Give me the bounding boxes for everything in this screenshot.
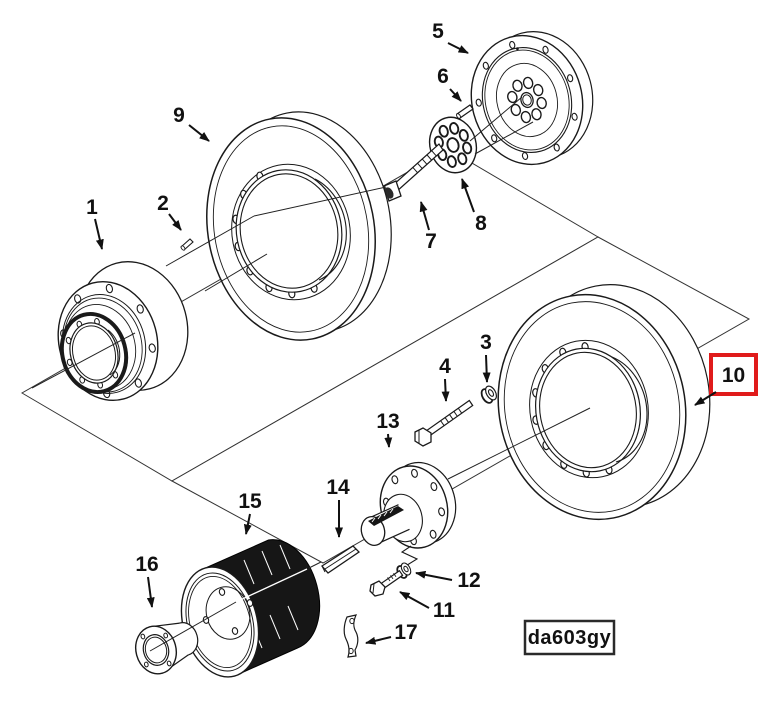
part-16-adapter: [135, 622, 199, 675]
part-5-drive-plate: [470, 31, 594, 166]
part-4-bolt: [414, 399, 474, 447]
svg-text:6: 6: [437, 65, 449, 88]
callout-4[interactable]: 4: [439, 355, 451, 402]
part-11-bolt: [369, 569, 404, 597]
callout-12[interactable]: 12: [415, 569, 481, 592]
callout-7[interactable]: 7: [419, 201, 437, 253]
callout-14[interactable]: 14: [326, 476, 350, 538]
part-15-pulley: [180, 539, 321, 678]
part-3-washer: [480, 385, 498, 404]
callout-10-highlighted[interactable]: 10: [694, 353, 758, 406]
part-14-key: [321, 545, 361, 574]
svg-text:1: 1: [86, 196, 98, 219]
svg-text:16: 16: [135, 553, 158, 576]
svg-text:9: 9: [173, 104, 185, 127]
svg-text:10: 10: [722, 364, 745, 387]
svg-text:5: 5: [432, 20, 444, 43]
callout-17[interactable]: 17: [365, 621, 418, 645]
svg-text:13: 13: [376, 410, 399, 433]
callout-5[interactable]: 5: [432, 20, 469, 54]
break-line: [400, 545, 419, 568]
svg-text:8: 8: [475, 212, 487, 235]
callout-3[interactable]: 3: [480, 331, 492, 383]
svg-text:17: 17: [394, 621, 417, 644]
axis-lines: [31, 96, 591, 652]
svg-text:14: 14: [326, 476, 350, 499]
part-7-bolt: [383, 143, 444, 202]
callout-1[interactable]: 1: [86, 196, 104, 250]
diagram-code-label: da603gy: [528, 627, 612, 649]
callout-16[interactable]: 16: [135, 553, 159, 608]
callout-2[interactable]: 2: [157, 192, 182, 231]
highlight-box: [709, 353, 758, 396]
diagram-code-box: da603gy: [523, 619, 616, 656]
callout-9[interactable]: 9: [173, 104, 210, 142]
callout-8[interactable]: 8: [461, 178, 487, 235]
part-1-front-hub: [57, 261, 189, 402]
part-13-hub: [360, 461, 457, 549]
part-2-pin: [180, 238, 194, 251]
svg-text:12: 12: [457, 569, 480, 592]
part-10-damper-ring: [497, 284, 711, 521]
svg-text:11: 11: [433, 599, 456, 622]
svg-text:4: 4: [439, 355, 451, 378]
svg-text:15: 15: [238, 490, 262, 513]
svg-text:7: 7: [425, 230, 437, 253]
svg-text:2: 2: [157, 192, 169, 215]
part-6-pin: [456, 104, 474, 119]
svg-text:3: 3: [480, 331, 492, 354]
part-17-retainer-clip: [343, 614, 359, 658]
part-9-damper-ring: [206, 111, 392, 341]
callout-15[interactable]: 15: [238, 490, 262, 535]
callouts: 1 2 9 5 6 7 8 3: [86, 20, 758, 645]
callout-6[interactable]: 6: [437, 65, 462, 102]
callout-11[interactable]: 11: [399, 591, 456, 622]
callout-13[interactable]: 13: [376, 410, 400, 448]
